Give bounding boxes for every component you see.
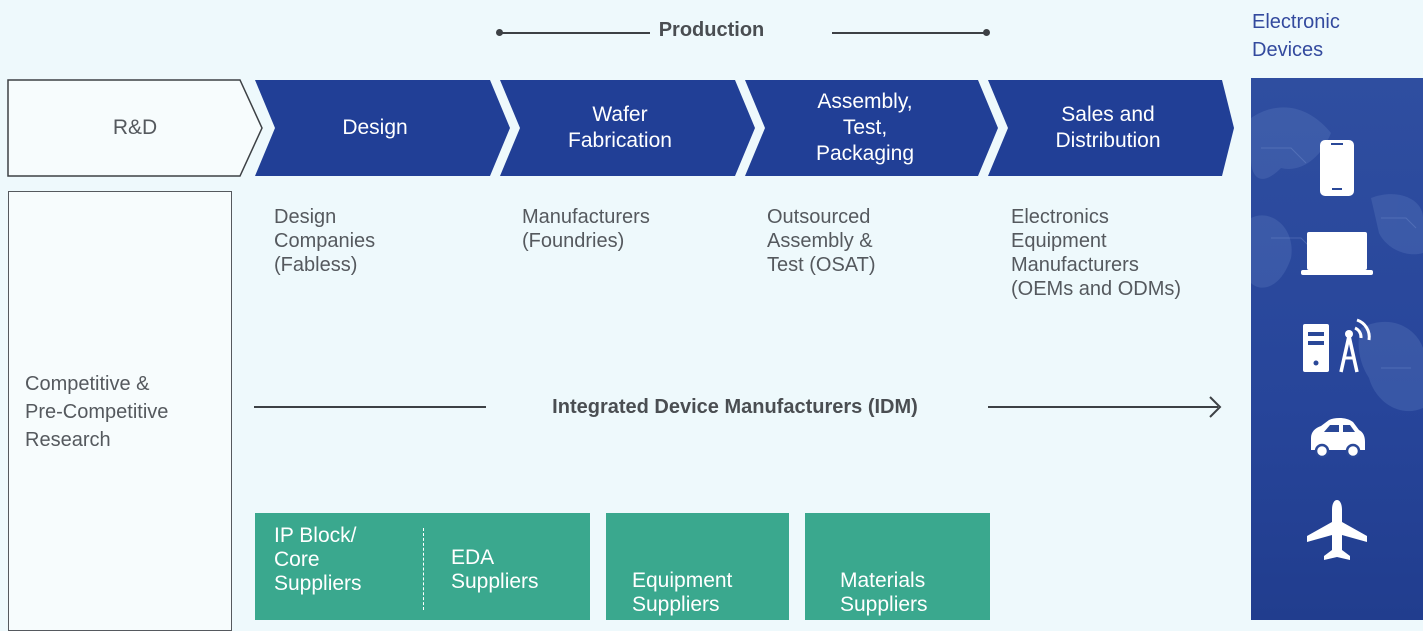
- world-map-background: [1251, 107, 1423, 412]
- value-chain-chevrons: [7, 79, 1234, 177]
- materials-supplier-label: Materials Suppliers: [840, 569, 928, 616]
- idm-label: Integrated Device Manufacturers (IDM): [552, 396, 918, 418]
- research-label: Competitive & Pre-Competitive Research: [25, 373, 169, 451]
- stage-sales-distribution-label: Sales and Distribution: [1055, 103, 1161, 152]
- ip-eda-divider: [423, 528, 424, 610]
- production-line-right: [832, 32, 986, 34]
- electronic-devices-title: Electronic Devices: [1252, 11, 1340, 61]
- stage-sales-distribution-desc: Electronics Equipment Manufacturers (OEM…: [1011, 206, 1182, 300]
- rd-chevron: [7, 79, 263, 177]
- ip-eda-supplier-box: [255, 513, 590, 620]
- stage-wafer-fabrication-desc: Manufacturers (Foundries): [522, 206, 650, 252]
- eda-supplier-label: EDA Suppliers: [451, 546, 539, 593]
- wafer-fabrication-chevron: [500, 80, 755, 176]
- laptop-icon: [1301, 232, 1373, 275]
- production-line-left-dot: [496, 29, 503, 36]
- electronic-devices-panel: [1251, 78, 1423, 620]
- car-icon: [1311, 417, 1365, 458]
- idm-line-right: [988, 406, 1218, 408]
- stage-wafer-fabrication-label: Wafer Fabrication: [568, 103, 672, 152]
- airplane-icon: [1307, 500, 1367, 560]
- rd-label: R&D: [112, 116, 158, 139]
- server-antenna-icon: [1303, 318, 1371, 373]
- sales-distribution-chevron: [988, 80, 1234, 176]
- stage-design-desc: Design Companies (Fabless): [274, 206, 376, 276]
- assembly-test-packaging-chevron: [745, 80, 998, 176]
- stage-assembly-test-packaging-label: Assembly, Test, Packaging: [815, 90, 915, 165]
- stage-design-label: Design: [342, 116, 408, 139]
- ip-block-supplier-label: IP Block/ Core Suppliers: [274, 524, 362, 595]
- research-box: [8, 191, 232, 631]
- stage-assembly-test-packaging-desc: Outsourced Assembly & Test (OSAT): [767, 206, 876, 276]
- smartphone-icon: [1320, 140, 1354, 196]
- idm-arrowhead-icon: [1209, 396, 1222, 418]
- equipment-supplier-box: Equipment Suppliers: [606, 513, 789, 620]
- production-line-right-dot: [983, 29, 990, 36]
- materials-supplier-box: Materials Suppliers: [805, 513, 990, 620]
- production-label: Production: [658, 19, 765, 41]
- equipment-supplier-label: Equipment Suppliers: [632, 569, 733, 616]
- production-line-left: [500, 32, 650, 34]
- idm-line-left: [254, 406, 486, 408]
- design-chevron: [255, 80, 510, 176]
